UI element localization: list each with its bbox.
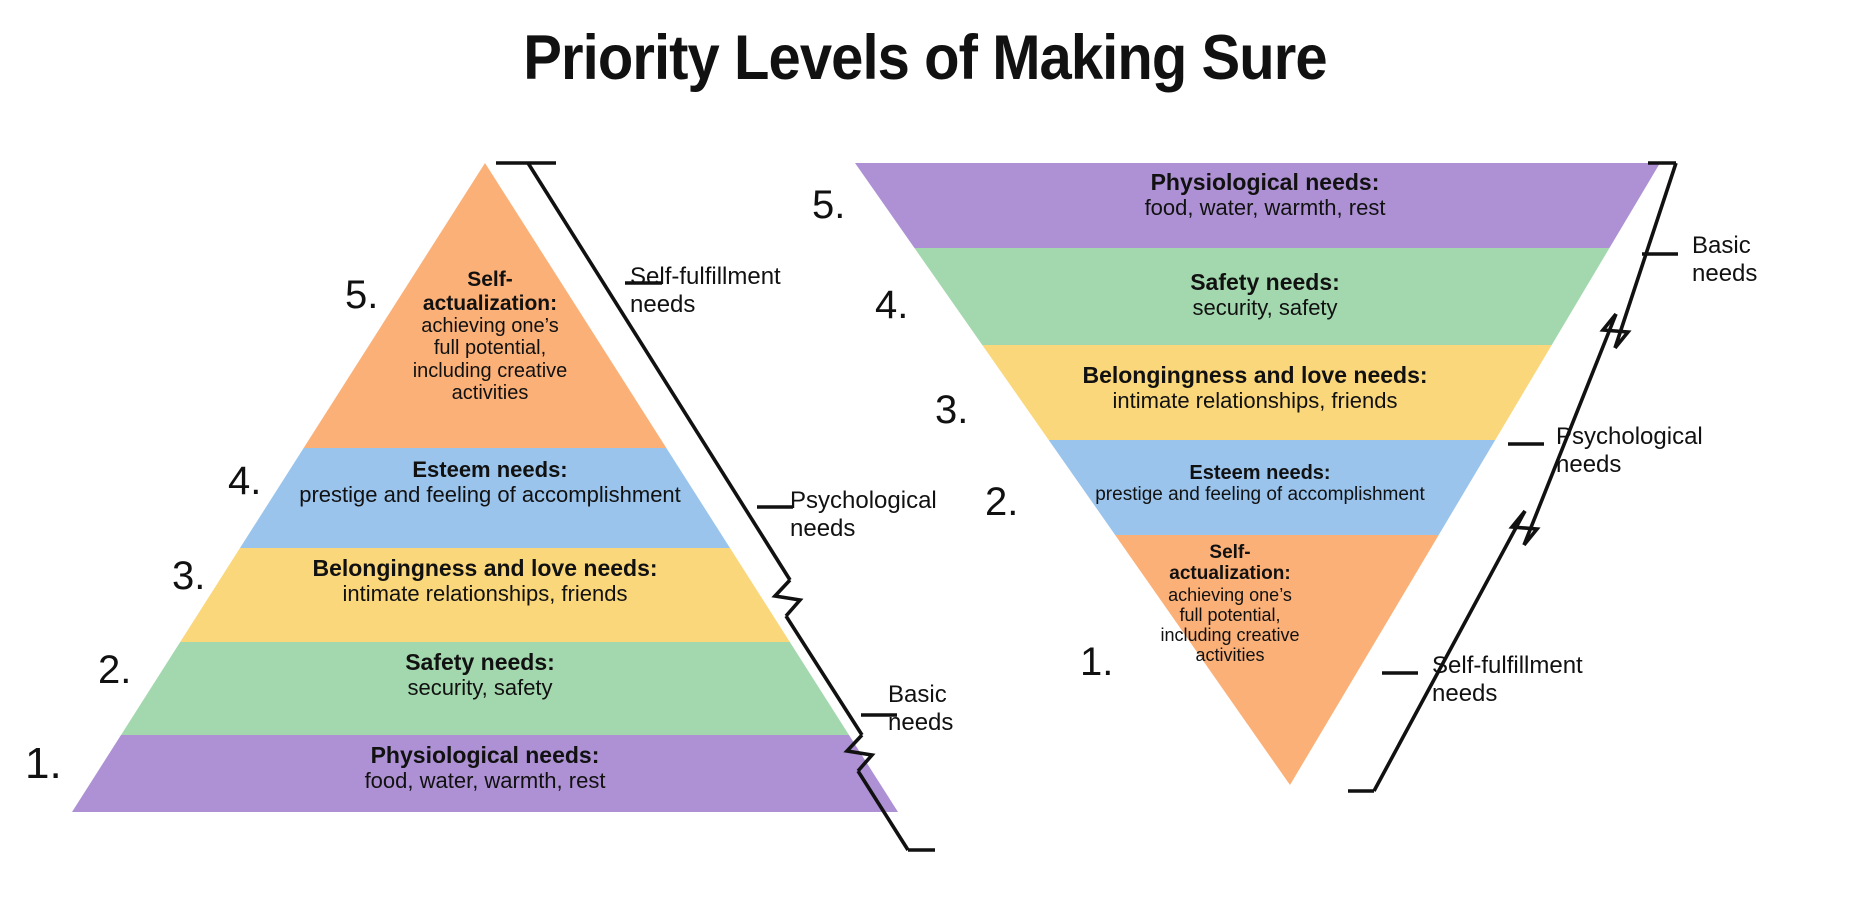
right-tier-safety-fill bbox=[855, 248, 1660, 345]
left-group-label-basic: Basic needs bbox=[888, 681, 954, 736]
left-tier-selfactualization-detail-line1: achieving one’s bbox=[421, 315, 559, 338]
left-tier-esteem: Esteem needs: prestige and feeling of ac… bbox=[280, 457, 700, 507]
left-number-5: 5. bbox=[345, 273, 379, 317]
right-tier-physiological-heading: Physiological needs: bbox=[1150, 169, 1380, 195]
left-tier-safety-detail: security, safety bbox=[407, 674, 553, 700]
left-tier-esteem-heading: Esteem needs: bbox=[412, 457, 568, 482]
left-tier-physiological: Physiological needs: food, water, warmth… bbox=[215, 742, 755, 793]
right-tier-selfactualization: Self- actualization: achieving one’s ful… bbox=[1105, 542, 1355, 665]
left-tier-selfactualization-detail-line4: activities bbox=[451, 382, 529, 405]
right-number-2: 2. bbox=[985, 480, 1019, 524]
right-tier-esteem-heading: Esteem needs: bbox=[1189, 462, 1331, 484]
right-tier-safety-heading: Safety needs: bbox=[1190, 269, 1340, 295]
right-tier-selfactualization-heading-line1: Self- bbox=[1209, 542, 1251, 563]
right-tier-belongingness-detail: intimate relationships, friends bbox=[1112, 387, 1398, 413]
right-group-label-psychological: Psychological needs bbox=[1556, 423, 1703, 478]
left-tier-selfactualization-detail-line3: including creative bbox=[412, 359, 568, 382]
right-group-label-self-fulfillment: Self-fulfillment needs bbox=[1432, 652, 1583, 707]
left-tier-physiological-fill bbox=[72, 735, 898, 812]
right-group-label-basic: Basic needs bbox=[1692, 232, 1758, 287]
left-pyramid-bracket bbox=[496, 161, 935, 852]
left-tier-selfactualization-heading-line1: Self- bbox=[467, 268, 513, 291]
page-title: Priority Levels of Making Sure bbox=[523, 23, 1327, 93]
right-tier-esteem: Esteem needs: prestige and feeling of ac… bbox=[1060, 462, 1460, 506]
right-number-4: 4. bbox=[875, 283, 909, 327]
left-number-2: 2. bbox=[98, 648, 132, 692]
right-tier-physiological: Physiological needs: food, water, warmth… bbox=[1050, 169, 1480, 220]
right-tier-selfactualization-detail-line1: achieving one’s bbox=[1168, 584, 1292, 605]
left-tier-physiological-heading: Physiological needs: bbox=[370, 742, 600, 768]
right-tier-physiological-fill bbox=[855, 163, 1660, 248]
right-tier-belongingness-heading: Belongingness and love needs: bbox=[1082, 362, 1428, 388]
left-tier-physiological-detail: food, water, warmth, rest bbox=[364, 767, 606, 793]
right-pyramid-bracket bbox=[1348, 161, 1678, 793]
right-number-1: 1. bbox=[1080, 640, 1114, 684]
left-tier-belongingness-detail: intimate relationships, friends bbox=[342, 580, 628, 606]
left-group-label-psychological: Psychological needs bbox=[790, 487, 937, 542]
left-tier-safety-fill bbox=[72, 642, 898, 735]
left-tier-belongingness-heading: Belongingness and love needs: bbox=[312, 555, 658, 581]
right-tier-selfactualization-detail-line3: including creative bbox=[1160, 624, 1300, 645]
right-tier-belongingness: Belongingness and love needs: intimate r… bbox=[1020, 362, 1490, 413]
right-tier-safety-detail: security, safety bbox=[1192, 294, 1338, 320]
left-tier-belongingness: Belongingness and love needs: intimate r… bbox=[245, 555, 725, 606]
left-tier-esteem-detail: prestige and feeling of accomplishment bbox=[299, 481, 681, 507]
right-tier-physiological-detail: food, water, warmth, rest bbox=[1144, 194, 1386, 220]
left-group-label-self-fulfillment: Self-fulfillment needs bbox=[630, 263, 781, 318]
left-tier-selfactualization-detail-line2: full potential, bbox=[433, 337, 547, 360]
right-tier-safety: Safety needs: security, safety bbox=[1060, 269, 1470, 320]
right-tier-selfactualization-heading-line2: actualization: bbox=[1169, 563, 1291, 585]
left-tier-safety: Safety needs: security, safety bbox=[230, 649, 730, 700]
right-tier-esteem-detail: prestige and feeling of accomplishment bbox=[1095, 484, 1425, 506]
left-tier-safety-heading: Safety needs: bbox=[405, 649, 555, 675]
right-number-3: 3. bbox=[935, 388, 969, 432]
right-number-5: 5. bbox=[812, 183, 846, 227]
left-number-1: 1. bbox=[25, 739, 62, 788]
left-number-3: 3. bbox=[172, 554, 206, 598]
left-tier-selfactualization: Self- actualization: achieving one’s ful… bbox=[355, 268, 625, 405]
left-number-4: 4. bbox=[228, 459, 262, 503]
right-tier-selfactualization-detail-line2: full potential, bbox=[1179, 604, 1281, 625]
left-tier-selfactualization-heading-line2: actualization: bbox=[422, 291, 558, 315]
right-tier-selfactualization-detail-line4: activities bbox=[1195, 645, 1265, 665]
